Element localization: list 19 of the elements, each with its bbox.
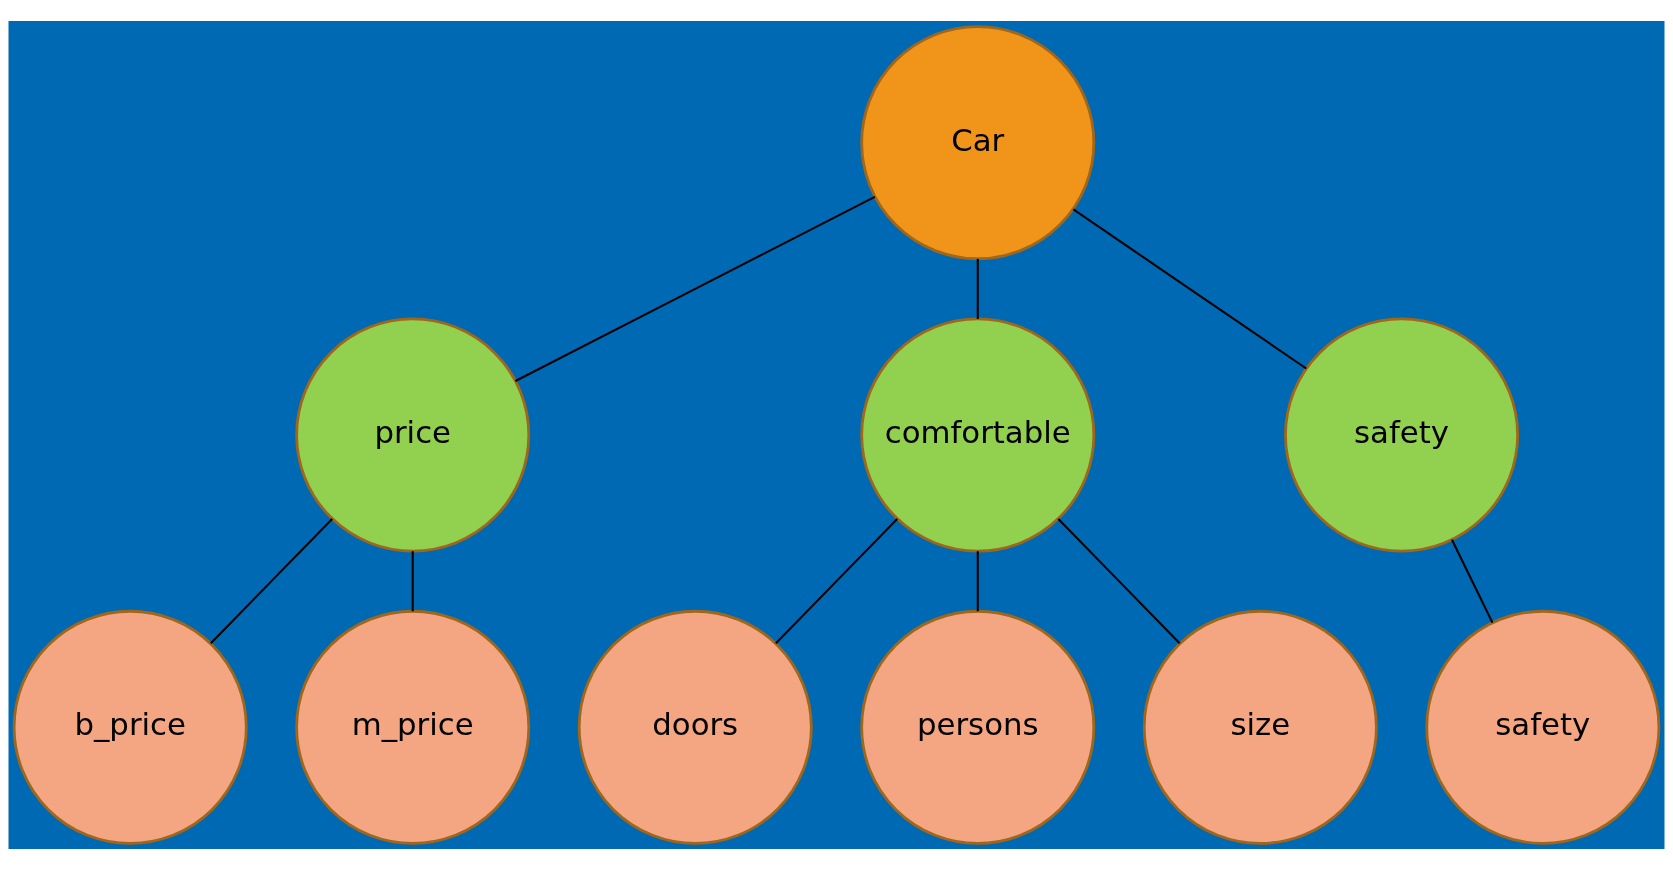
connector bbox=[1451, 539, 1494, 624]
node-circle: Car bbox=[860, 25, 1096, 261]
node-circle: safety bbox=[1425, 609, 1661, 845]
connector bbox=[976, 551, 979, 612]
connector bbox=[976, 258, 979, 319]
connector bbox=[210, 518, 333, 644]
node-circle: size bbox=[1142, 609, 1378, 845]
connector bbox=[1072, 208, 1307, 370]
node-circle: safety bbox=[1284, 317, 1520, 553]
connector bbox=[1057, 518, 1181, 644]
node-circle: persons bbox=[860, 609, 1096, 845]
node-circle: comfortable bbox=[860, 317, 1096, 553]
connector bbox=[514, 195, 876, 382]
connector bbox=[775, 518, 898, 644]
node-circle: doors bbox=[577, 609, 813, 845]
node-circle: m_price bbox=[295, 609, 531, 845]
node-circle: b_price bbox=[12, 609, 248, 845]
node-circle: price bbox=[295, 317, 531, 553]
connector bbox=[411, 551, 414, 612]
